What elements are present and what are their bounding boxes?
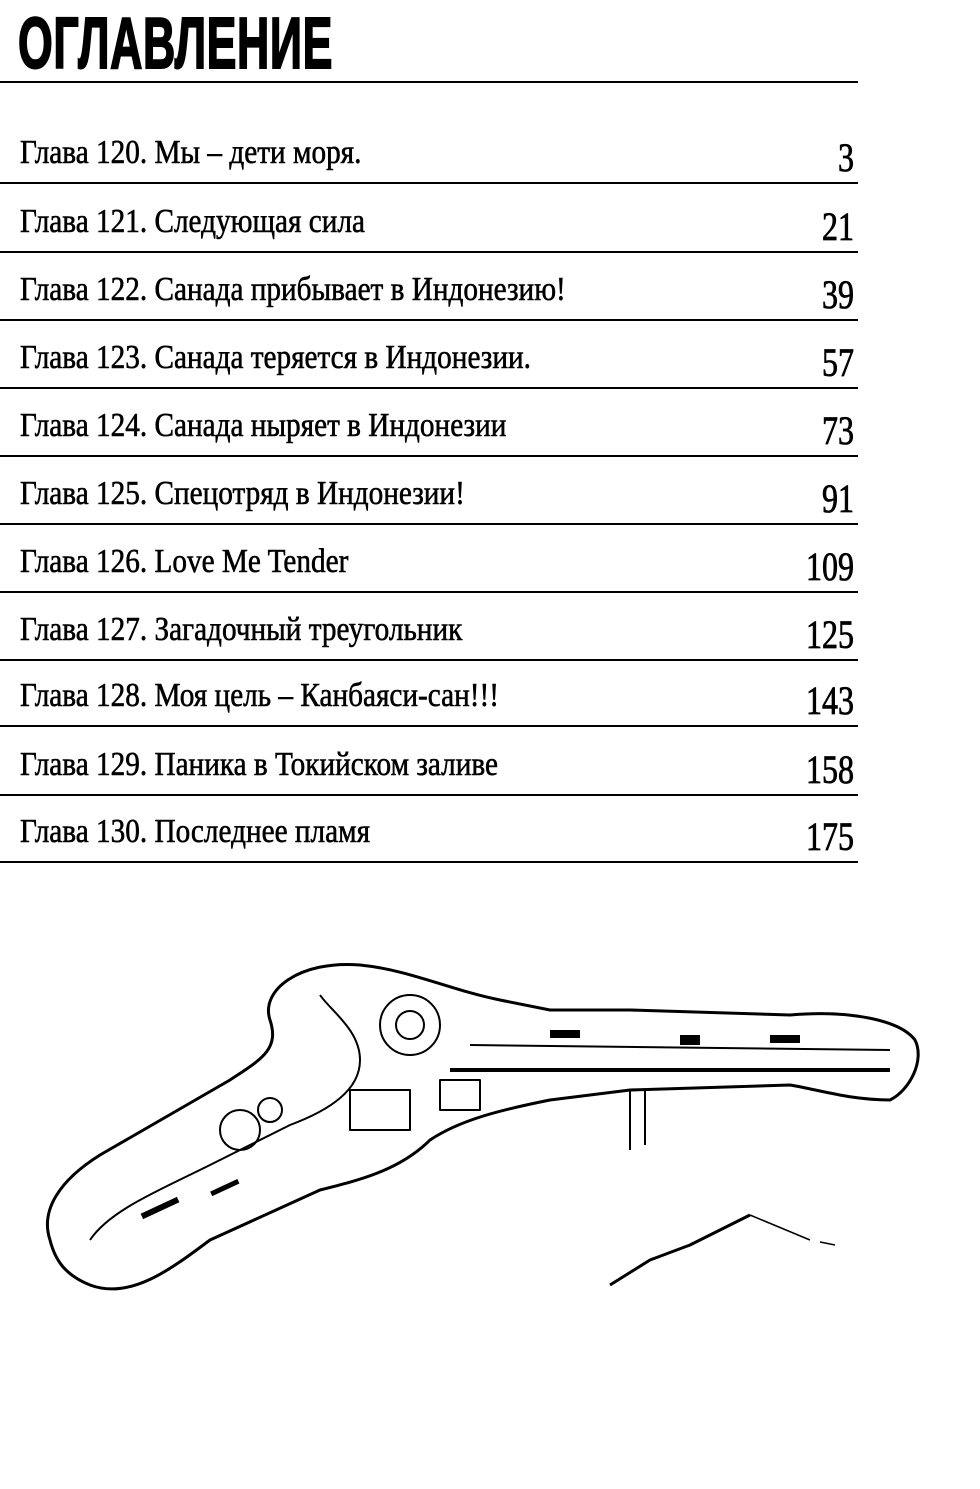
chapter-row[interactable]: Глава 130. Последнее пламя 175: [0, 803, 858, 863]
chapter-title: Глава 130. Последнее пламя: [20, 813, 371, 850]
chapter-row[interactable]: Глава 124. Санада ныряет в Индонезии 73: [0, 397, 858, 457]
chapter-title: Глава 123. Санада теряется в Индонезии.: [20, 339, 531, 376]
island-illustration: [45, 962, 920, 1291]
row-divider: [0, 523, 858, 525]
row-divider: [0, 319, 858, 321]
row-divider: [0, 455, 858, 457]
chapter-title: Глава 128. Моя цель – Канбаяси-сан!!!: [20, 677, 499, 714]
row-divider: [0, 861, 858, 863]
row-divider: [0, 251, 858, 253]
chapter-row[interactable]: Глава 129. Паника в Токийском заливе 158: [0, 736, 858, 796]
chapter-page-number: 175: [806, 814, 855, 859]
chapter-row[interactable]: Глава 125. Спецотряд в Индонезии! 91: [0, 465, 858, 525]
chapter-title: Глава 126. Love Me Tender: [20, 543, 349, 580]
row-divider: [0, 182, 858, 184]
chapter-page-number: 73: [822, 408, 855, 453]
row-divider: [0, 794, 858, 796]
row-divider: [0, 659, 858, 661]
page-title: ОГЛАВЛЕНИЕ: [17, 4, 333, 84]
chapter-page-number: 91: [822, 476, 855, 521]
chapter-title: Глава 121. Следующая сила: [20, 203, 365, 240]
chapter-row[interactable]: Глава 128. Моя цель – Канбаяси-сан!!! 143: [0, 667, 858, 727]
row-divider: [0, 725, 858, 727]
row-divider: [0, 387, 858, 389]
chapter-page-number: 39: [822, 272, 855, 317]
row-divider: [0, 591, 858, 593]
chapter-title: Глава 129. Паника в Токийском заливе: [20, 746, 499, 783]
chapter-row[interactable]: Глава 120. Мы – дети моря. 3: [0, 124, 858, 184]
chapter-title: Глава 127. Загадочный треугольник: [20, 611, 463, 648]
chapter-page-number: 3: [838, 135, 855, 180]
chapter-page-number: 125: [806, 612, 855, 657]
chapter-page-number: 21: [822, 204, 855, 249]
chapter-title: Глава 120. Мы – дети моря.: [20, 134, 362, 171]
chapter-page-number: 109: [806, 544, 855, 589]
chapter-title: Глава 124. Санада ныряет в Индонезии: [20, 407, 507, 444]
chapter-row[interactable]: Глава 127. Загадочный треугольник 125: [0, 601, 858, 661]
chapter-row[interactable]: Глава 122. Санада прибывает в Индонезию!…: [0, 261, 858, 321]
chapter-row[interactable]: Глава 123. Санада теряется в Индонезии. 5…: [0, 329, 858, 389]
chapter-page-number: 57: [822, 340, 855, 385]
chapter-page-number: 158: [806, 747, 855, 792]
title-divider: [0, 81, 858, 83]
chapter-row[interactable]: Глава 126. Love Me Tender 109: [0, 533, 858, 593]
chapter-title: Глава 125. Спецотряд в Индонезии!: [20, 475, 465, 512]
chapter-row[interactable]: Глава 121. Следующая сила 21: [0, 193, 858, 253]
chapter-page-number: 143: [806, 678, 855, 723]
chapter-title: Глава 122. Санада прибывает в Индонезию!: [20, 271, 566, 308]
